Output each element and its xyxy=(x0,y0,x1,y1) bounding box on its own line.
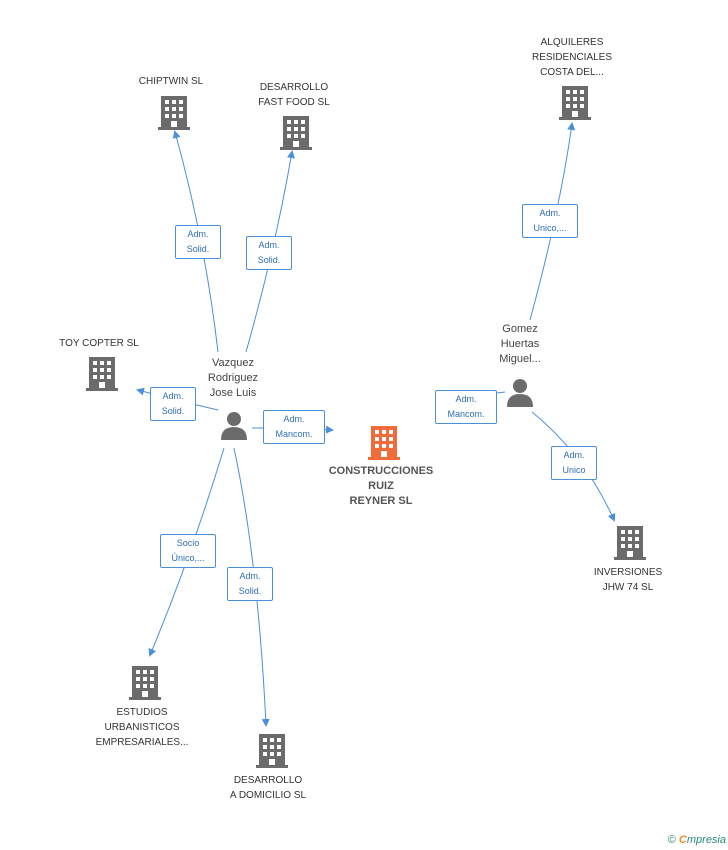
main-building-icon[interactable] xyxy=(368,426,400,460)
brand-logo-text: mpresia xyxy=(686,834,726,846)
building-icon[interactable] xyxy=(559,86,591,120)
copyright-symbol: © xyxy=(667,834,676,846)
relation-label-inversiones[interactable]: Adm. Unico xyxy=(551,446,597,480)
person-icon[interactable] xyxy=(219,410,249,440)
node-label-toy-copter: TOY COPTER SL xyxy=(59,338,139,349)
relation-label-gomez-main[interactable]: Adm. Mancom. xyxy=(435,390,497,424)
node-label-gomez: Gomez Huertas Miguel... xyxy=(499,323,541,365)
building-icon[interactable] xyxy=(256,734,288,768)
node-label-desarrollo-fast-food: DESARROLLO FAST FOOD SL xyxy=(258,82,330,108)
building-icon[interactable] xyxy=(158,96,190,130)
brand-footer: © Cmpresia xyxy=(668,834,726,846)
building-icon[interactable] xyxy=(129,666,161,700)
relation-label-vazquez-main[interactable]: Adm. Mancom. xyxy=(263,410,325,444)
person-icon[interactable] xyxy=(505,377,535,407)
node-label-vazquez: Vazquez Rodriguez Jose Luis xyxy=(207,357,259,399)
relation-label-toy-copter[interactable]: Adm. Solid. xyxy=(150,387,196,421)
building-icon[interactable] xyxy=(614,526,646,560)
relation-label-chiptwin[interactable]: Adm. Solid. xyxy=(175,225,221,259)
relation-label-desarrollo-fast-food[interactable]: Adm. Solid. xyxy=(246,236,292,270)
building-icon[interactable] xyxy=(280,116,312,150)
brand-logo-letter: C xyxy=(678,834,687,846)
node-label-inversiones: INVERSIONES JHW 74 SL xyxy=(593,567,663,593)
node-label-main-company: CONSTRUCCIONES RUIZ REYNER SL xyxy=(328,465,434,507)
relation-label-estudios[interactable]: Socio Único,... xyxy=(160,534,216,568)
building-icon[interactable] xyxy=(86,357,118,391)
node-label-estudios: ESTUDIOS URBANISTICOS EMPRESARIALES... xyxy=(95,707,189,748)
relation-label-desarrollo-a-domicilio[interactable]: Adm. Solid. xyxy=(227,567,273,601)
node-label-alquileres: ALQUILERES RESIDENCIALES COSTA DEL... xyxy=(531,37,613,78)
node-label-chiptwin: CHIPTWIN SL xyxy=(138,76,204,87)
node-label-desarrollo-a-domicilio: DESARROLLO A DOMICILIO SL xyxy=(229,775,307,801)
relation-label-alquileres[interactable]: Adm. Unico,... xyxy=(522,204,578,238)
